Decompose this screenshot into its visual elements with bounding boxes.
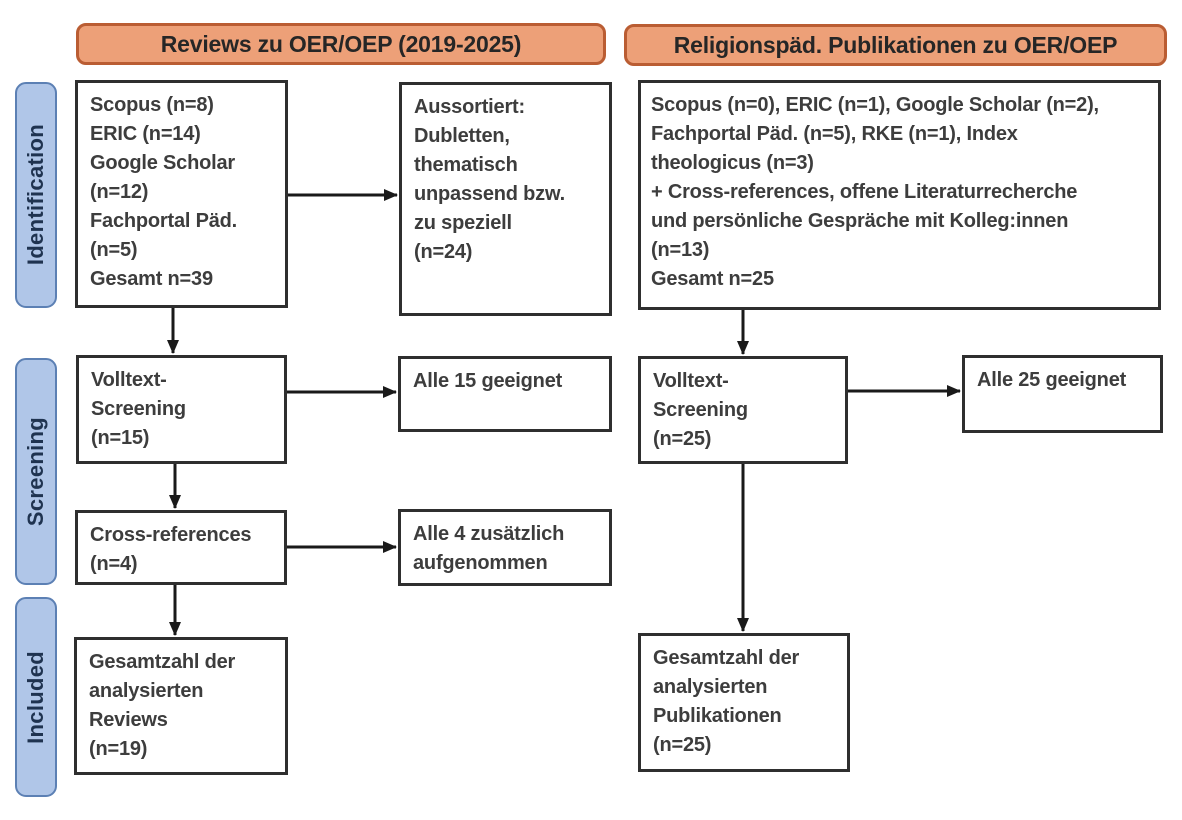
box-left-crossreferences: Cross-references (n=4) <box>75 510 287 585</box>
box-left-included-total: Gesamtzahl der analysierten Reviews (n=1… <box>74 637 288 775</box>
box-left-excluded: Aussortiert: Dubletten, thematisch unpas… <box>399 82 612 316</box>
box-left-fulltext-screening: Volltext- Screening (n=15) <box>76 355 287 464</box>
stage-label-screening-text: Screening <box>23 416 48 527</box>
stage-label-identification: Identification <box>15 82 57 308</box>
box-right-included-total: Gesamtzahl der analysierten Publikatione… <box>638 633 850 772</box>
box-right-sources: Scopus (n=0), ERIC (n=1), Google Scholar… <box>638 80 1161 310</box>
box-right-fulltext-result: Alle 25 geeignet <box>962 355 1163 433</box>
stage-label-identification-text: Identification <box>23 124 48 266</box>
header-right-publications: Religionspäd. Publikationen zu OER/OEP <box>624 24 1167 66</box>
header-left-reviews: Reviews zu OER/OEP (2019-2025) <box>76 23 606 65</box>
box-right-fulltext-screening: Volltext- Screening (n=25) <box>638 356 848 464</box>
stage-label-included: Included <box>15 597 57 797</box>
box-left-crossref-result: Alle 4 zusätzlich aufgenommen <box>398 509 612 586</box>
stage-label-screening: Screening <box>15 358 57 585</box>
stage-label-included-text: Included <box>23 650 48 744</box>
box-left-sources: Scopus (n=8) ERIC (n=14) Google Scholar … <box>75 80 288 308</box>
box-left-fulltext-result: Alle 15 geeignet <box>398 356 612 432</box>
